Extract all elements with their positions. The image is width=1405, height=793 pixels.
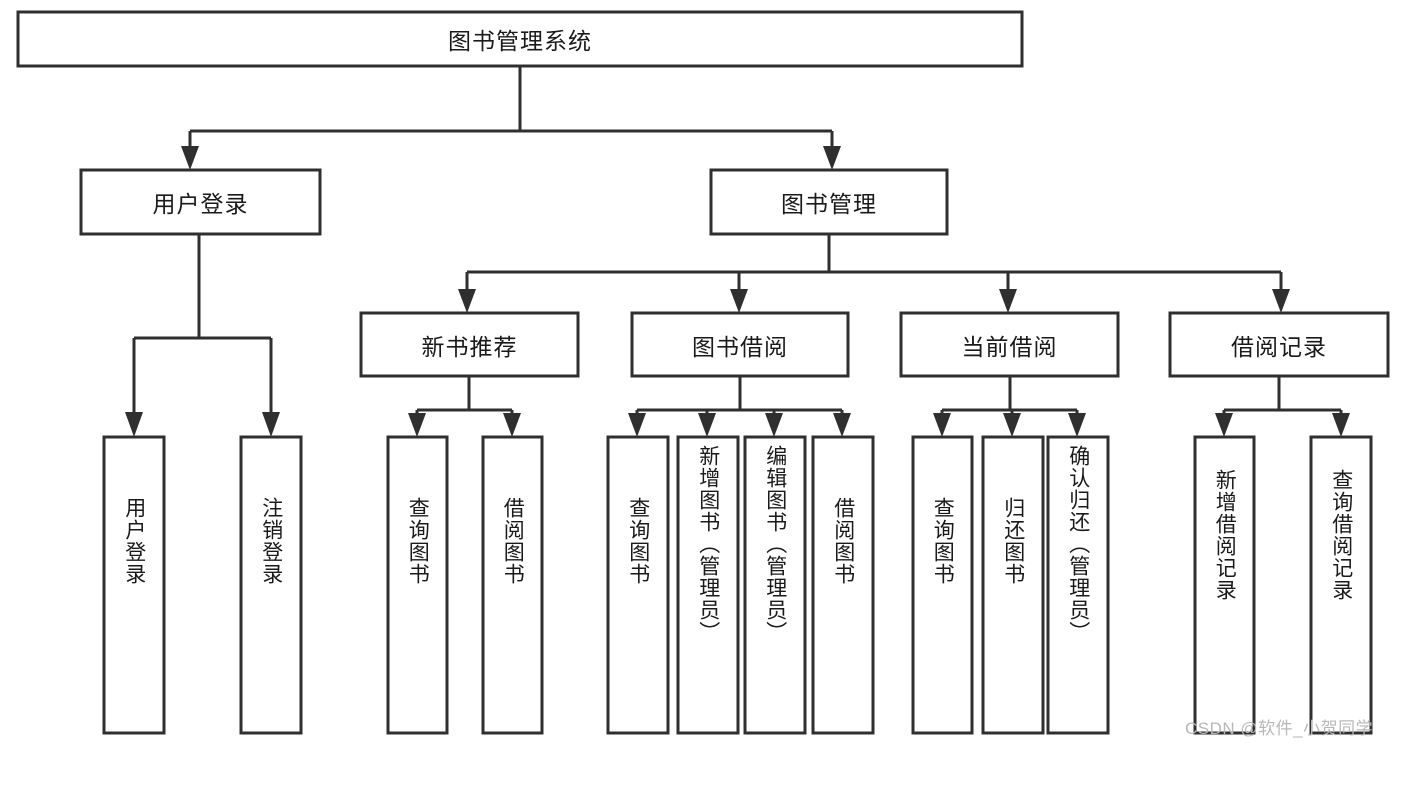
connector-borrow-record-to-leaves — [1215, 376, 1350, 437]
arrow-head-icon — [698, 413, 716, 437]
arrow-head-icon — [1068, 413, 1086, 437]
arrow-head-icon — [833, 413, 851, 437]
connector-user-login-to-leaves — [125, 234, 280, 437]
connector-new-book-to-leaves — [408, 376, 521, 437]
node-box-leaf-10[interactable] — [1046, 435, 1110, 735]
arrow-head-icon — [628, 413, 646, 437]
node-box-leaf-11[interactable] — [1193, 435, 1256, 735]
node-box-leaf-4[interactable] — [606, 435, 670, 735]
arrow-head-icon — [730, 289, 748, 313]
node-box-book-management[interactable] — [709, 168, 949, 236]
node-box-leaf-6[interactable] — [743, 435, 807, 735]
node-box-book-borrow[interactable] — [630, 311, 850, 378]
node-box-leaf-1[interactable] — [239, 435, 303, 735]
node-box-leaf-2[interactable] — [386, 435, 449, 735]
arrow-head-icon — [1003, 413, 1021, 437]
node-box-user-login[interactable] — [79, 168, 322, 236]
arrow-head-icon — [458, 289, 476, 313]
arrow-head-icon — [765, 413, 783, 437]
arrow-head-icon — [1215, 413, 1233, 437]
arrow-head-icon — [999, 289, 1017, 313]
node-box-new-book-recommend[interactable] — [359, 311, 580, 378]
connector-level2-to-level3 — [458, 234, 1290, 313]
node-box-borrow-record[interactable] — [1168, 311, 1390, 378]
node-box-leaf-0[interactable] — [102, 435, 166, 735]
arrow-head-icon — [823, 146, 841, 170]
arrow-head-icon — [1332, 413, 1350, 437]
arrow-head-icon — [181, 146, 199, 170]
node-box-leaf-3[interactable] — [481, 435, 544, 735]
node-box-leaf-5[interactable] — [676, 435, 740, 735]
connector-root-to-level2 — [181, 67, 841, 170]
arrow-head-icon — [1272, 289, 1290, 313]
connector-current-borrow-to-leaves — [933, 376, 1086, 437]
arrow-head-icon — [408, 413, 426, 437]
node-box-root[interactable] — [16, 10, 1024, 68]
hierarchy-diagram-svg — [16, 10, 1390, 735]
node-box-leaf-12[interactable] — [1309, 435, 1373, 735]
connector-book-borrow-to-leaves — [628, 376, 851, 437]
diagram-canvas: 图书管理系统 用户登录 图书管理 新书推荐 图书借阅 当前借阅 借阅记录 用户登… — [16, 10, 1390, 738]
node-box-leaf-9[interactable] — [981, 435, 1045, 735]
arrow-head-icon — [262, 412, 280, 437]
node-box-current-borrow[interactable] — [899, 311, 1120, 378]
arrow-head-icon — [933, 413, 951, 437]
arrow-head-icon — [125, 412, 143, 437]
node-box-leaf-7[interactable] — [811, 435, 875, 735]
watermark-text: CSDN @软件_小贺同学 — [1185, 719, 1374, 738]
node-box-leaf-8[interactable] — [911, 435, 974, 735]
arrow-head-icon — [503, 413, 521, 437]
